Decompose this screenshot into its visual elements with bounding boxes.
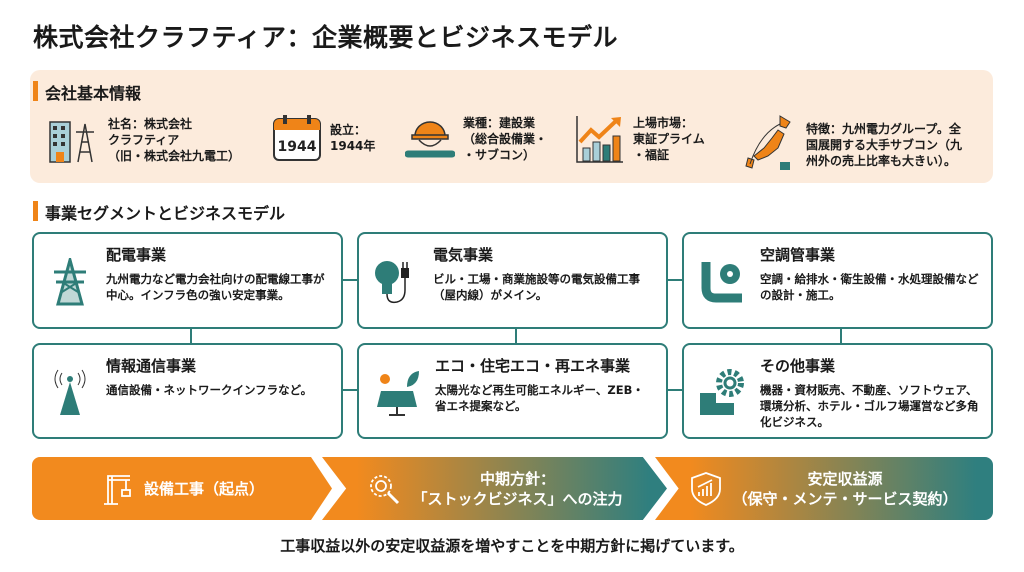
connector bbox=[515, 320, 517, 350]
page-title: 株式会社クラフティア：企業概要とビジネスモデル bbox=[33, 23, 619, 52]
building-gear-icon bbox=[700, 369, 744, 415]
info-item-industry: 業種：建設業 （総合設備業・ ・サブコン） bbox=[405, 114, 547, 164]
company-info-panel: 会社基本情報 社名：株式会社 クラフティア （旧・株式会社九電工） 1944 設… bbox=[30, 70, 993, 183]
gear-magnifier-icon bbox=[370, 474, 400, 504]
section-heading: 会社基本情報 bbox=[33, 80, 141, 104]
building-tower-icon bbox=[49, 121, 94, 163]
segment-card-hvac: 空調管事業空調・給排水・衛生設備・水処理設備などの設計・施工。 bbox=[682, 232, 993, 329]
pipe-fan-icon bbox=[701, 262, 742, 303]
info-item-name: 社名：株式会社 クラフティア （旧・株式会社九電工） bbox=[48, 114, 240, 166]
segment-card-electrical: 電気事業ビル・工場・商業施設等の電気設備工事（屋内線）がメイン。 bbox=[357, 232, 668, 329]
growth-chart-icon bbox=[576, 116, 623, 163]
flow-step-stable-revenue: 安定収益源 （保守・メンテ・サービス契約） bbox=[655, 457, 993, 520]
solar-panel-leaf-icon bbox=[377, 371, 419, 416]
japan-map-icon bbox=[745, 115, 791, 170]
antenna-tower-icon bbox=[54, 369, 86, 415]
section-heading: 事業セグメントとビジネスモデル bbox=[33, 200, 285, 224]
flow-step-construction: 設備工事（起点） bbox=[32, 457, 332, 520]
shield-chart-icon bbox=[691, 471, 722, 506]
connector bbox=[190, 320, 192, 350]
segment-card-eco: エコ・住宅エコ・再エネ事業太陽光など再生可能エネルギー、ZEB・省エネ提案など。 bbox=[357, 343, 668, 439]
info-item-founded: 1944 設立： 1944年 bbox=[272, 114, 375, 162]
connector bbox=[665, 389, 685, 391]
svg-text:1944: 1944 bbox=[278, 139, 317, 155]
calendar-icon: 1944 bbox=[273, 115, 321, 161]
info-item-features: 特徴：九州電力グループ。全 国展開する大手サブコン（九 州外の売上比率も大きい）… bbox=[740, 114, 962, 176]
info-item-market: 上場市場： 東証プライム ・福証 bbox=[575, 114, 705, 164]
crane-icon bbox=[103, 474, 131, 505]
lightbulb-plug-icon bbox=[375, 261, 409, 304]
hardhat-wrench-icon bbox=[405, 121, 455, 158]
segment-card-telecom: 情報通信事業通信設備・ネットワークインフラなど。 bbox=[32, 343, 343, 439]
connector bbox=[340, 279, 360, 281]
connector bbox=[665, 279, 685, 281]
segment-card-other: その他事業機器・資材販売、不動産、ソフトウェア、環境分析、ホテル・ゴルフ場運営な… bbox=[682, 343, 993, 439]
segment-card-distribution: 配電事業九州電力など電力会社向けの配電線工事が中心。インフラ色の強い安定事業。 bbox=[32, 232, 343, 329]
footer-note: 工事収益以外の安定収益源を増やすことを中期方針に掲げています。 bbox=[280, 537, 744, 555]
connector bbox=[840, 320, 842, 350]
power-tower-icon bbox=[54, 258, 86, 306]
flow-step-stock-business: 中期方針： 「ストックビジネス」への注力 bbox=[322, 457, 667, 520]
connector bbox=[340, 389, 360, 391]
